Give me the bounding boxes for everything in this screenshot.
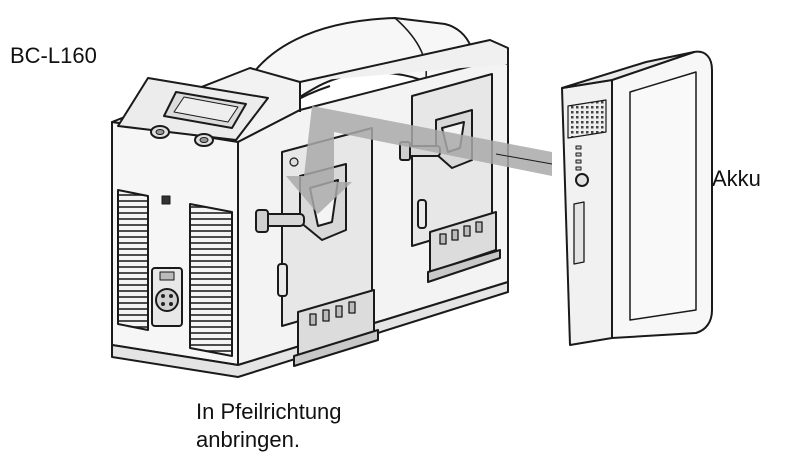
battery-pack-illustration xyxy=(561,50,713,346)
dc-connector xyxy=(151,267,183,327)
battery-label: Akku xyxy=(712,166,761,191)
instruction-line-1: In Pfeilrichtung xyxy=(196,399,342,424)
guide-line xyxy=(495,153,553,165)
model-label: BC-L160 xyxy=(10,43,97,68)
insertion-arrow xyxy=(286,106,552,214)
vent-left xyxy=(117,189,149,331)
charger-base xyxy=(111,281,509,378)
instruction-line-2: anbringen. xyxy=(196,427,300,452)
instruction-text: In Pfeilrichtung anbringen. xyxy=(196,398,342,454)
control-knobs xyxy=(150,125,214,147)
vent-right xyxy=(189,203,233,357)
